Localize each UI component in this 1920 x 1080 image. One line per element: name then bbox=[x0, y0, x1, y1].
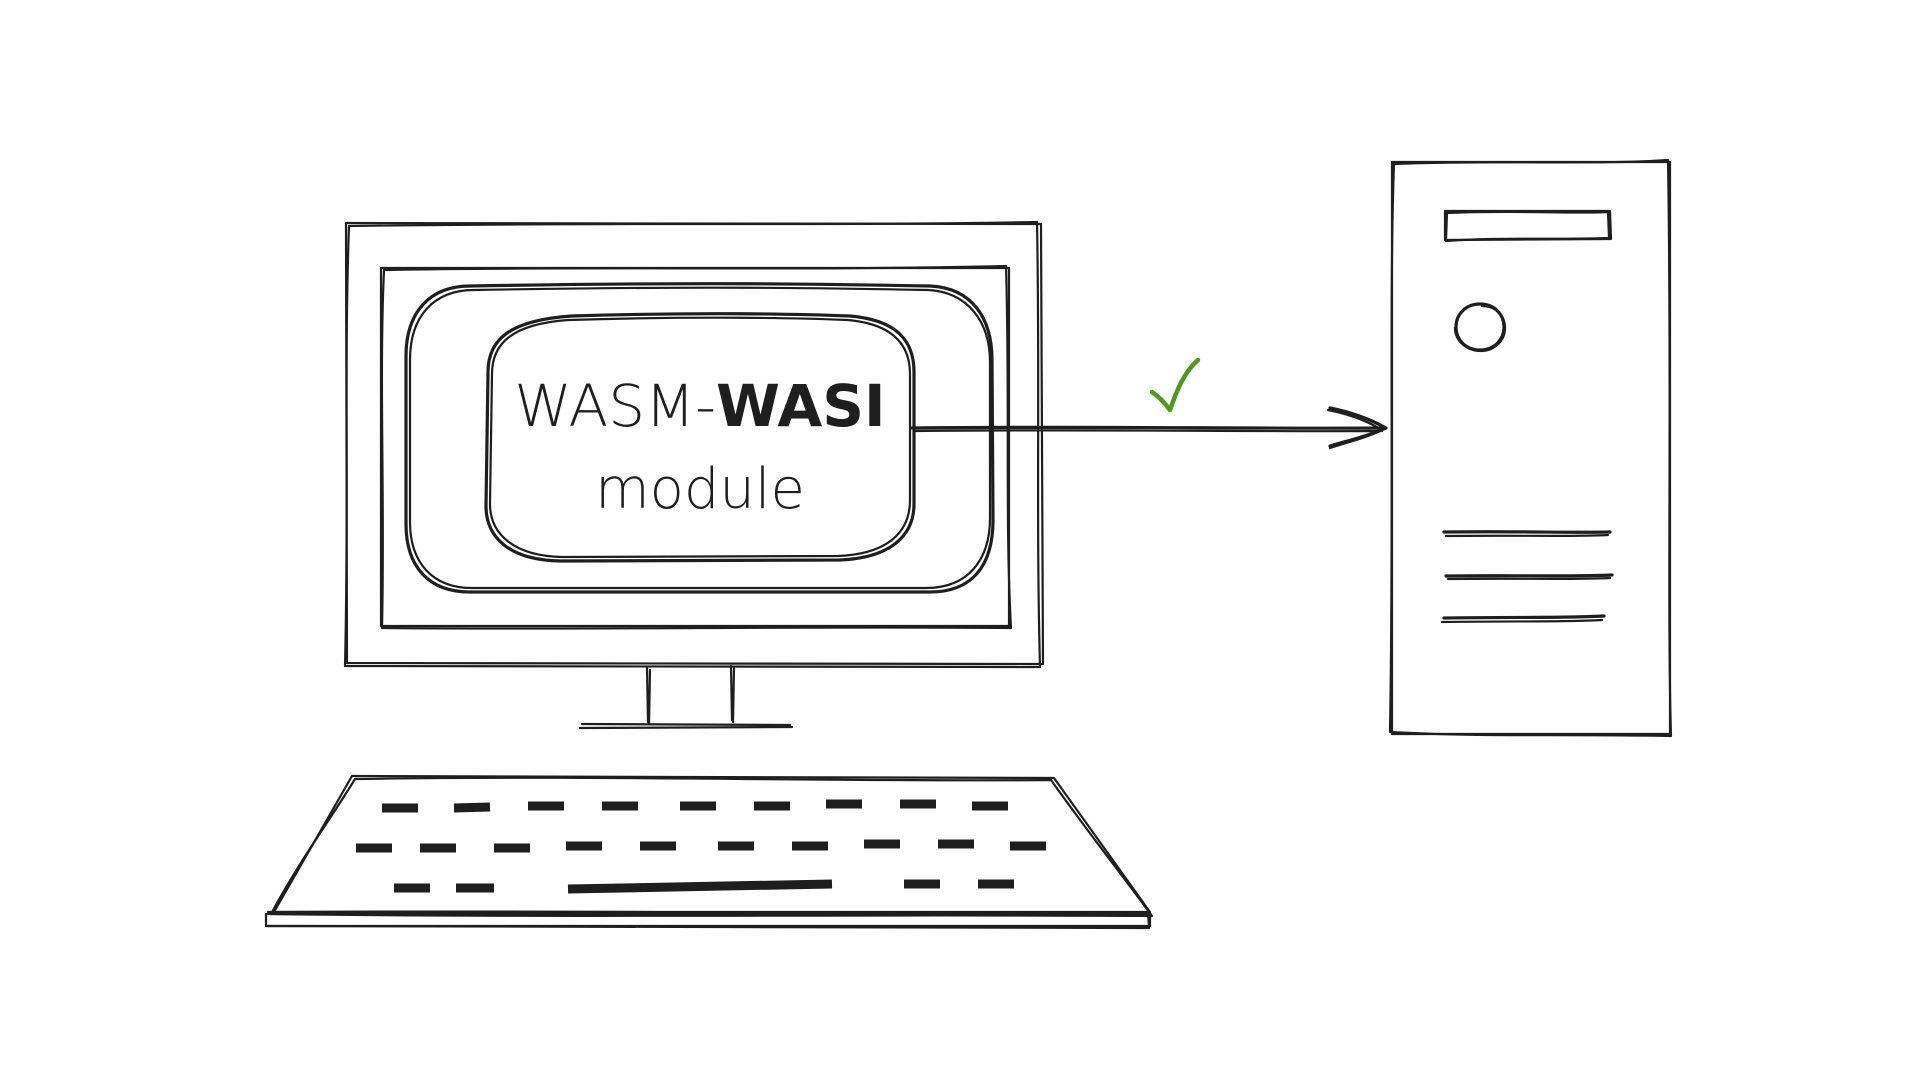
vent-lines bbox=[1440, 530, 1614, 624]
monitor-stand bbox=[578, 664, 794, 730]
drive-bay-outline bbox=[1444, 210, 1611, 243]
connection-arrow bbox=[910, 406, 1388, 450]
keyboard bbox=[264, 774, 1154, 930]
key bbox=[453, 802, 491, 813]
module-label-prefix: WASM- bbox=[514, 372, 716, 440]
spacebar bbox=[567, 879, 833, 894]
server-tower bbox=[1388, 158, 1673, 738]
monitor bbox=[343, 220, 1045, 669]
runtime-box bbox=[404, 282, 995, 594]
checkmark-stroke bbox=[1149, 357, 1201, 413]
drive-bay bbox=[1443, 209, 1613, 242]
power-button-icon bbox=[1453, 302, 1507, 353]
module-label-bold: WASI bbox=[716, 372, 886, 440]
wasm-wasi-module-box: WASM-WASI module bbox=[484, 312, 916, 563]
keyboard-keys bbox=[356, 799, 1046, 894]
module-label-line2: module bbox=[595, 457, 805, 522]
checkmark-icon bbox=[1149, 357, 1201, 413]
module-label-line1: WASM-WASI bbox=[514, 372, 885, 440]
